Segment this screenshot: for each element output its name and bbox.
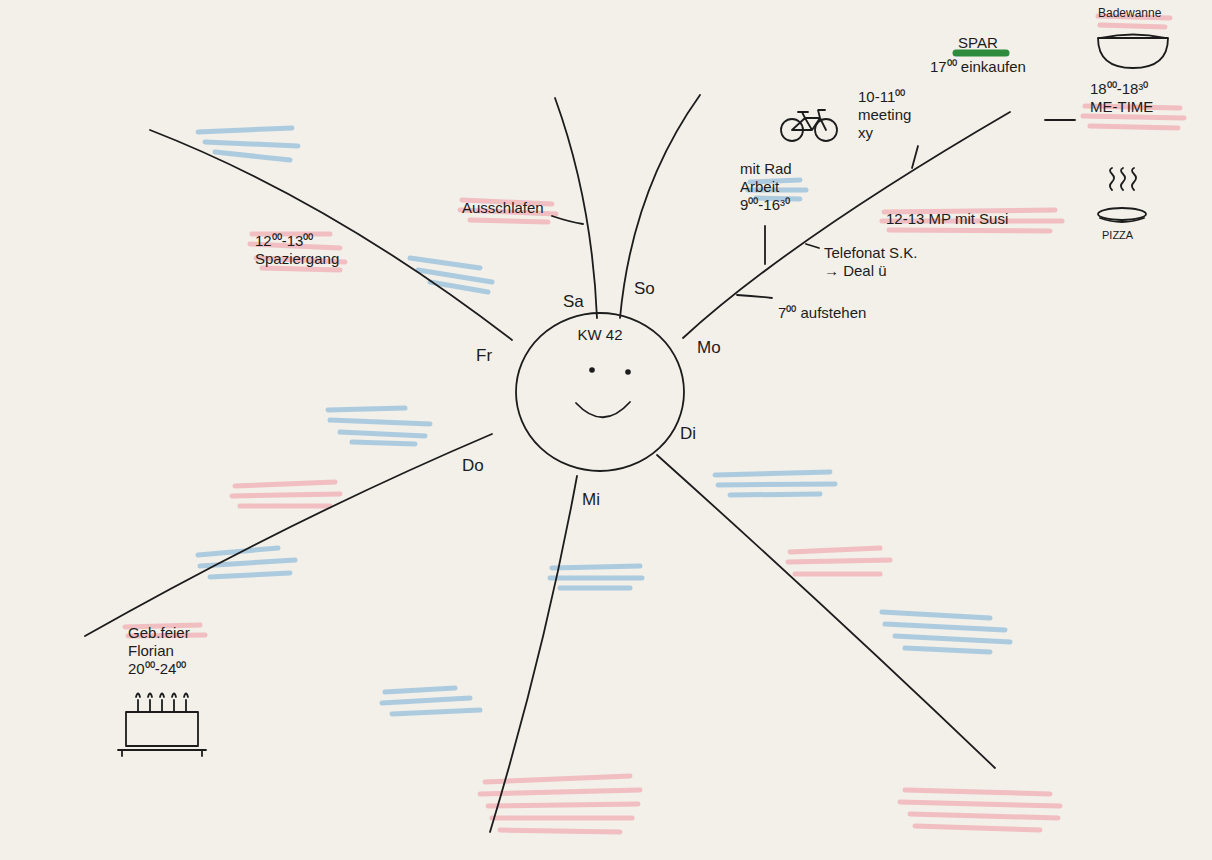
schedule-note: Telefonat S.K. → Deal ü	[824, 244, 923, 280]
week-number: KW 42	[515, 312, 685, 343]
day-label: Di	[680, 424, 696, 444]
day-label: Mo	[697, 338, 721, 358]
schedule-note: mit Rad Arbeit 9⁰⁰-16³⁰	[740, 160, 795, 214]
shop-name: SPAR	[958, 34, 998, 52]
schedule-note: 17⁰⁰ einkaufen	[930, 58, 1026, 76]
smiley-face	[576, 367, 631, 417]
day-label: Mi	[582, 490, 600, 510]
highlight-stroke	[198, 128, 1010, 714]
day-branch	[85, 95, 1010, 832]
schedule-note: 7⁰⁰ aufstehen	[778, 304, 866, 322]
schedule-note: Geb.feier Florian 20⁰⁰-24⁰⁰	[128, 624, 193, 678]
day-label: So	[634, 279, 655, 299]
icon-caption: Badewanne	[1098, 6, 1161, 20]
schedule-note: Ausschlafen	[462, 199, 544, 217]
bathtub-icon	[1098, 35, 1168, 69]
circle-outline	[516, 313, 684, 471]
highlight-stroke	[125, 16, 1184, 832]
bicycle-icon	[781, 110, 837, 141]
cake-icon	[118, 694, 206, 757]
leader-line	[552, 120, 1075, 298]
schedule-note: 10-11⁰⁰ meeting xy	[858, 88, 915, 142]
schedule-note: 12⁰⁰-13⁰⁰ Spaziergang	[255, 232, 343, 268]
schedule-note: 18⁰⁰-18³⁰ ME-TIME	[1090, 80, 1157, 116]
day-label: Sa	[563, 292, 584, 312]
center-circle: KW 42	[515, 312, 685, 472]
pizza-icon	[1098, 168, 1146, 222]
schedule-note: 12-13 MP mit Susi	[886, 210, 1008, 228]
day-label: Do	[462, 456, 484, 476]
icon-caption: PIZZA	[1102, 229, 1133, 242]
day-label: Fr	[476, 346, 492, 366]
